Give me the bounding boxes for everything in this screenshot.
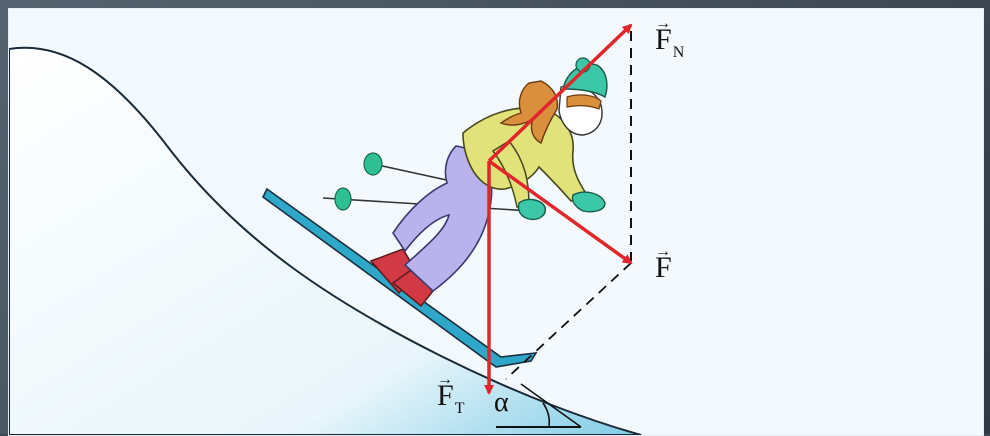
diagram-panel: → FN → F → FT α: [8, 8, 984, 436]
ski: [261, 187, 538, 368]
force-net-label: → F: [655, 243, 672, 284]
angle-slope-line: [520, 383, 582, 428]
pants: [392, 145, 493, 293]
snow-slope: [9, 46, 642, 435]
skier-force-diagram: [9, 23, 642, 435]
dashed-diagonal: [505, 262, 632, 380]
vector-arrow-icon: →: [655, 15, 671, 32]
pole-basket-left: [363, 152, 383, 176]
force-normal-label: → FN: [655, 15, 685, 61]
pole-basket-right: [334, 187, 352, 211]
force-gravity-label: → FT: [437, 371, 465, 417]
glove-left: [517, 198, 546, 221]
vector-arrow-icon: →: [437, 371, 453, 388]
angle-arc: [542, 402, 551, 428]
force-net-arrow: [487, 159, 633, 265]
glove-right: [571, 191, 606, 213]
angle-label: α: [494, 387, 509, 418]
ski-pole-left: [372, 163, 452, 182]
goggles: [566, 94, 602, 110]
force-normal-arrow: [487, 23, 633, 163]
vector-arrow-icon: →: [655, 243, 671, 260]
hat: [562, 63, 608, 99]
